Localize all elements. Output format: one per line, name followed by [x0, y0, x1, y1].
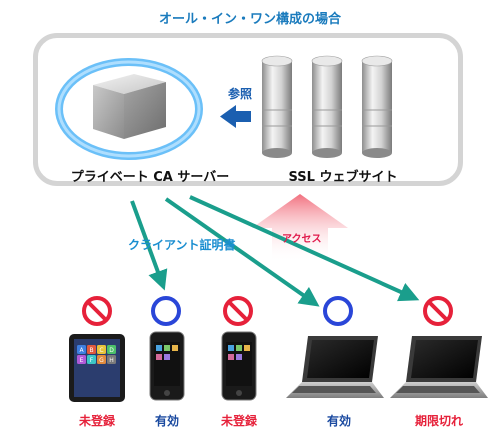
- device-status-phone-2: 未登録: [220, 414, 257, 428]
- status-ng-icon: [82, 296, 112, 326]
- tablet-app-letter: G: [99, 357, 104, 364]
- status-ng-icon: [423, 296, 453, 326]
- device-status-phone-1: 有効: [154, 414, 179, 428]
- reference-arrow-icon: [220, 105, 251, 128]
- ssl-website-label: SSL ウェブサイト: [288, 170, 398, 185]
- tablet-app-letter: A: [79, 347, 84, 354]
- laptop-icon: [390, 336, 488, 398]
- status-ok-icon: [323, 296, 353, 326]
- device-status-laptop-1: 有効: [326, 414, 351, 428]
- tablet-app-icon: [87, 345, 96, 354]
- tablet-app-icon: [107, 345, 116, 354]
- status-ng-icon: [223, 296, 253, 326]
- status-ok-icon: [151, 296, 181, 326]
- tablet-app-icon: [97, 355, 106, 364]
- tablet-app-icon: [87, 355, 96, 364]
- ssl-server-icon: [261, 55, 393, 158]
- tablet-app-letter: E: [80, 357, 84, 364]
- device-status-laptop-2: 期限切れ: [414, 414, 463, 428]
- tablet-app-icon: [77, 355, 86, 364]
- tablet-app-letter: C: [99, 347, 103, 354]
- tablet-app-icon: [107, 355, 116, 364]
- all-in-one-panel: [33, 33, 463, 186]
- client-certificate-label: クライアント証明書: [128, 238, 236, 252]
- tablet-app-letter: B: [89, 347, 93, 354]
- access-label: アクセス: [282, 234, 322, 245]
- tablet-app-letter: D: [109, 347, 114, 354]
- laptop-icon: [286, 336, 384, 398]
- certificate-arrows: [130, 195, 420, 307]
- tablet-app-icon: [97, 345, 106, 354]
- ca-server-label: プライベート CA サーバー: [70, 170, 230, 185]
- access-arrow-icon: [252, 194, 348, 262]
- smartphone-icon: [221, 331, 257, 401]
- tablet-app-letter: F: [90, 357, 94, 364]
- tablet-app-letter: H: [109, 357, 114, 364]
- reference-label: 参照: [227, 87, 252, 101]
- ca-server-icon: [93, 74, 166, 139]
- diagram-title: オール・イン・ワン構成の場合: [158, 12, 341, 27]
- smartphone-icon: [149, 331, 185, 401]
- tablet-app-icon: [77, 345, 86, 354]
- device-status-tablet: 未登録: [78, 414, 115, 428]
